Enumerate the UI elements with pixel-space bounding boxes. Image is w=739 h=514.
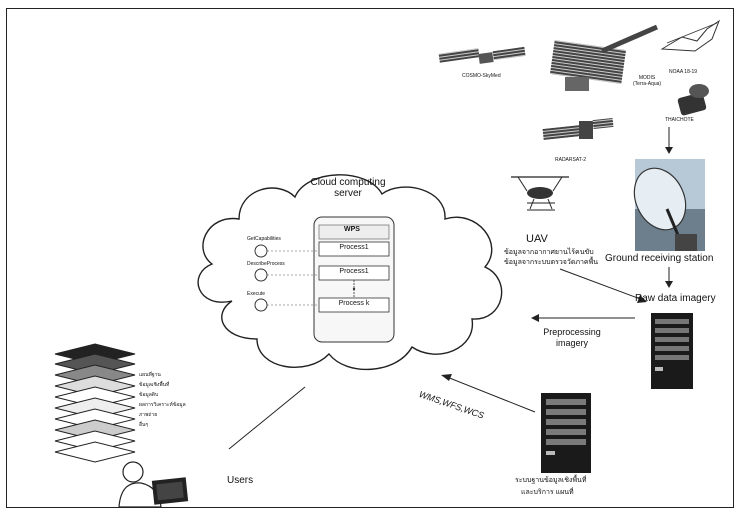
radarsat-label: RADARSAT-2 [555,157,587,163]
layer-label-4: ผลการวิเคราะห์ข้อมูล [139,402,186,408]
ground-station-label: Ground receiving station [605,253,714,264]
layer-label-3: ข้อมูลดิบ [139,392,159,398]
cloud-title: Cloud computing server [303,177,393,199]
describeprocess-node [254,268,268,282]
noaa-label: NOAA 18-19 [669,69,698,75]
uav-thai-line2: ข้อมูลจากระบบตรวจวัดภาคพื้น [504,259,599,266]
thaichote-label: THAICHOTE [665,117,694,123]
raw-data-server [651,313,693,389]
modis-label-line1: MODIS [638,75,656,81]
cloud-title-line1: Cloud computing [310,177,386,188]
getcapabilities-label: GetCapabilities [247,236,281,242]
modis-satellite [549,24,658,91]
execute-node [254,298,268,312]
server-caption-line2: และบริการ แผนที่ [521,489,574,496]
preprocessing-line2: imagery [555,338,588,348]
uav-drone [511,176,569,211]
preprocessing-label: Preprocessing imagery [533,327,611,349]
cosmo-label: COSMO-SkyMed [462,73,501,79]
server-caption-line1: ระบบฐานข้อมูลเชิงพื้นที่ [515,477,587,484]
wps-label: WPS [344,226,360,233]
process2-label: Process1 [339,268,369,275]
raw-data-label: Raw data imagery [635,293,716,304]
map-service-server [541,393,591,473]
processk-box [318,297,390,313]
processk-label: Process k [338,300,370,307]
thaichote-satellite [677,84,709,116]
uav-thai-line1: ข้อมูลจากอากาศยานไร้คนขับ [504,249,594,256]
radarsat-satellite [542,117,614,140]
getcapabilities-node [254,244,268,258]
users-label: Users [227,475,254,486]
map-layers-stack [54,343,136,463]
diagram-frame: Cloud computing server WPS Process1 Proc… [6,8,734,508]
ground-station-image [633,159,705,251]
describeprocess-label: DescribeProcess [247,261,285,267]
layer-label-6: อื่นๆ [139,422,149,428]
preprocessing-line1: Preprocessing [543,327,601,337]
process1-box [318,241,390,257]
wps-box [318,224,390,240]
modis-label-line2: (Terra-Aqua) [633,81,662,87]
user-figure [118,461,189,507]
cosmo-skymed-satellite [438,46,526,64]
layer-label-2: ข้อมูลเชิงพื้นที่ [139,382,170,388]
execute-label: Execute [247,291,266,297]
process1-label: Process1 [339,244,369,251]
diagram-graphics [54,19,721,507]
noaa-satellite [660,19,721,52]
uav-label: UAV [526,233,548,245]
modis-label: MODIS (Terra-Aqua) [633,75,661,87]
cloud-title-line2: server [334,188,362,199]
layer-label-5: ภาพถ่าย [139,412,158,418]
layer-label-1: แผนที่ฐาน [139,372,161,378]
